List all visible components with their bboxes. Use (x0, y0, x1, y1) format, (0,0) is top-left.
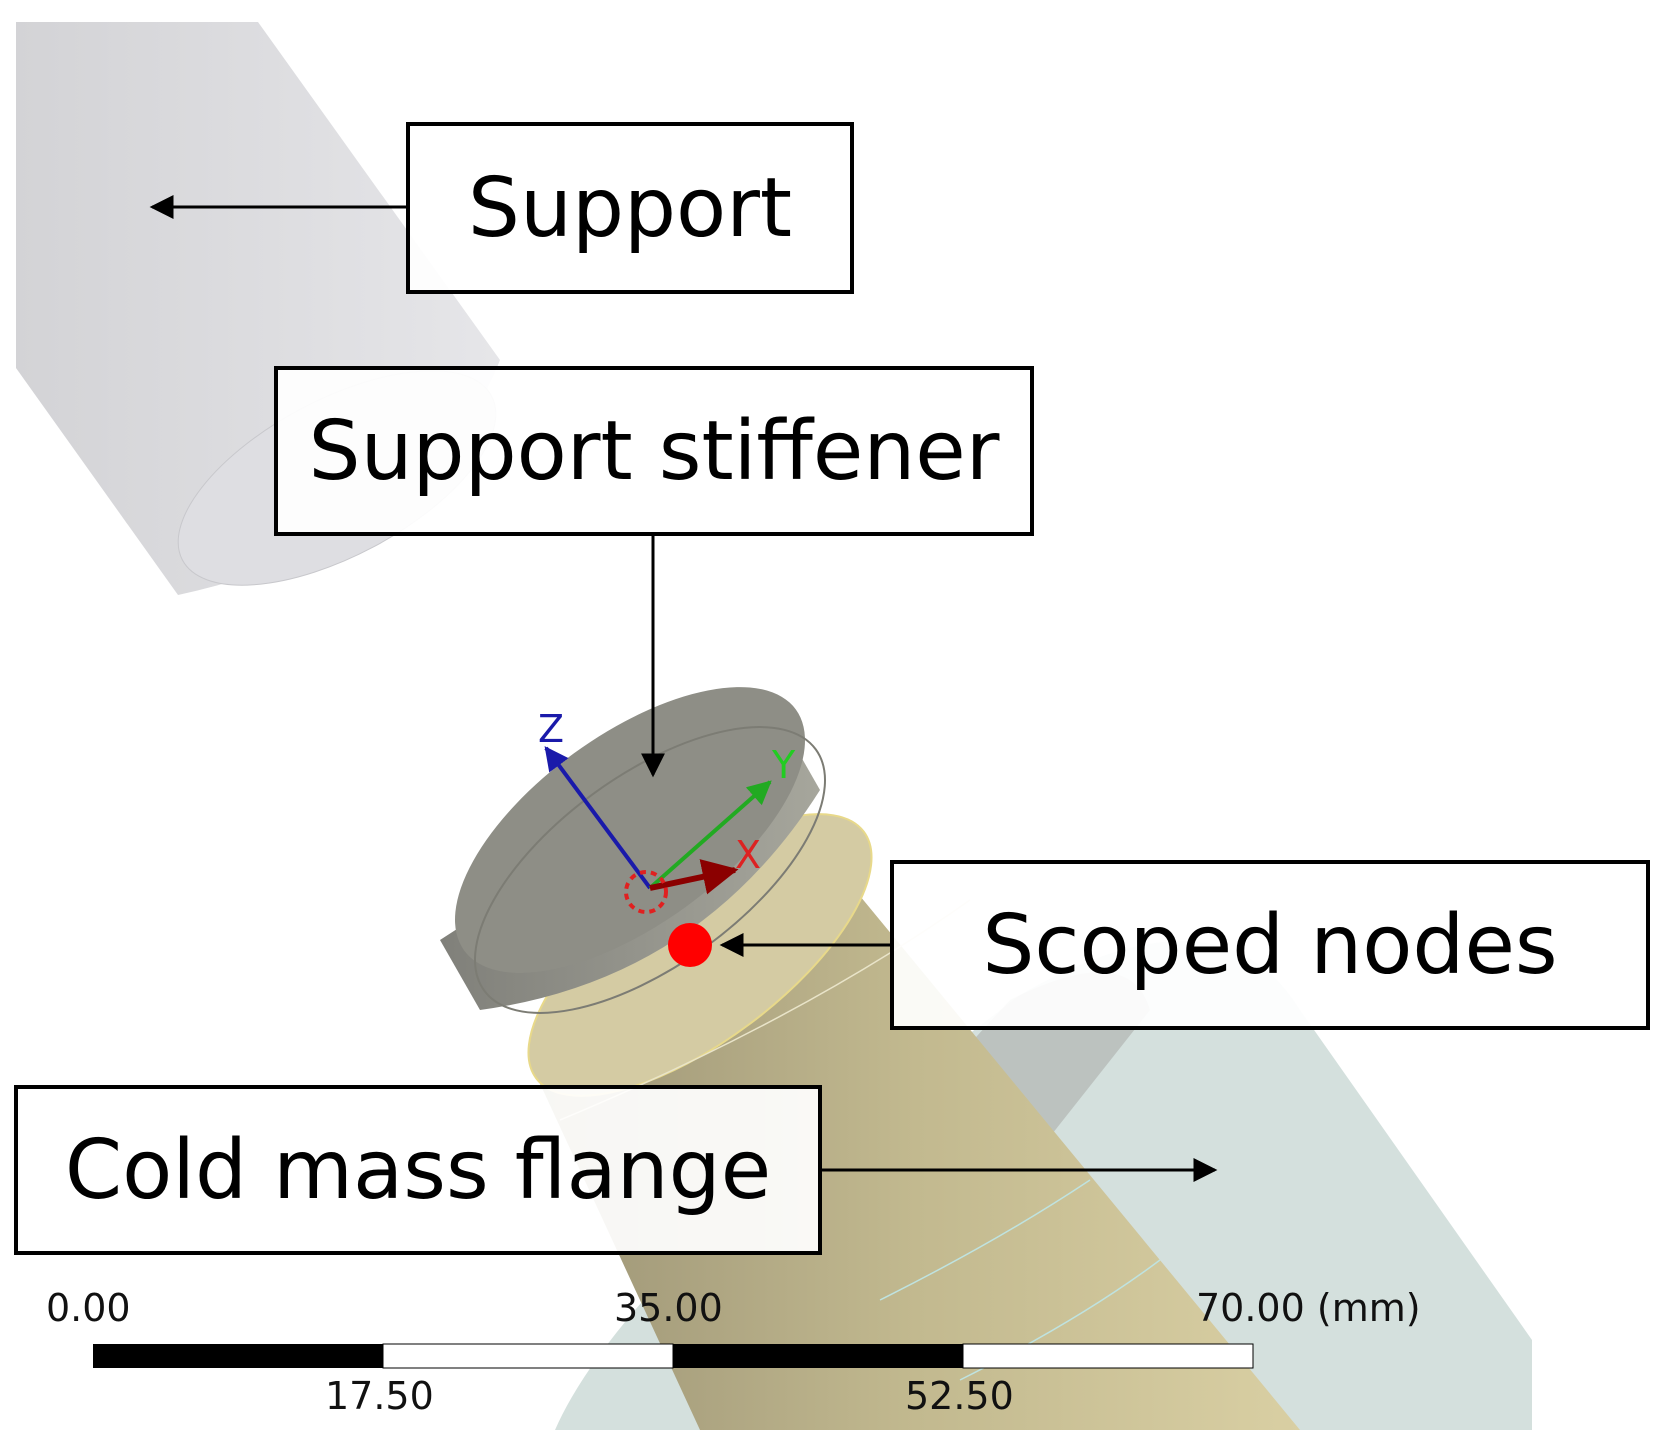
support-label: Support (467, 160, 793, 256)
flange-label-box: Cold mass flange (14, 1085, 822, 1255)
scoped-nodes-label: Scoped nodes (982, 897, 1558, 993)
stiffener-label-box: Support stiffener (274, 366, 1034, 536)
scale-label-0: 0.00 (46, 1286, 131, 1330)
scale-segment-1 (93, 1344, 383, 1368)
scoped-node-marker[interactable] (668, 923, 712, 967)
z-axis (544, 746, 652, 890)
coordinate-triad: Z Y X (538, 707, 796, 914)
scale-bar (93, 1343, 1254, 1369)
scale-segment-4 (962, 1343, 1254, 1369)
stiffener-label: Support stiffener (308, 403, 1000, 499)
scale-segment-2 (382, 1343, 674, 1369)
scale-segment-3 (673, 1344, 963, 1368)
scale-label-70: 70.00 (mm) (1196, 1286, 1421, 1330)
scale-label-52-5: 52.50 (905, 1374, 1014, 1418)
support-label-box: Support (406, 122, 854, 294)
y-axis (648, 780, 772, 890)
z-axis-label: Z (538, 707, 564, 751)
scoped-nodes-label-box: Scoped nodes (890, 860, 1650, 1030)
origin-marker (624, 870, 668, 914)
x-axis-label: X (735, 833, 761, 877)
flange-label: Cold mass flange (64, 1122, 772, 1218)
x-axis (649, 859, 739, 895)
y-axis-label: Y (771, 743, 796, 787)
scale-label-35: 35.00 (614, 1286, 723, 1330)
support-body (16, 22, 500, 595)
scale-label-17-5: 17.50 (325, 1374, 434, 1418)
